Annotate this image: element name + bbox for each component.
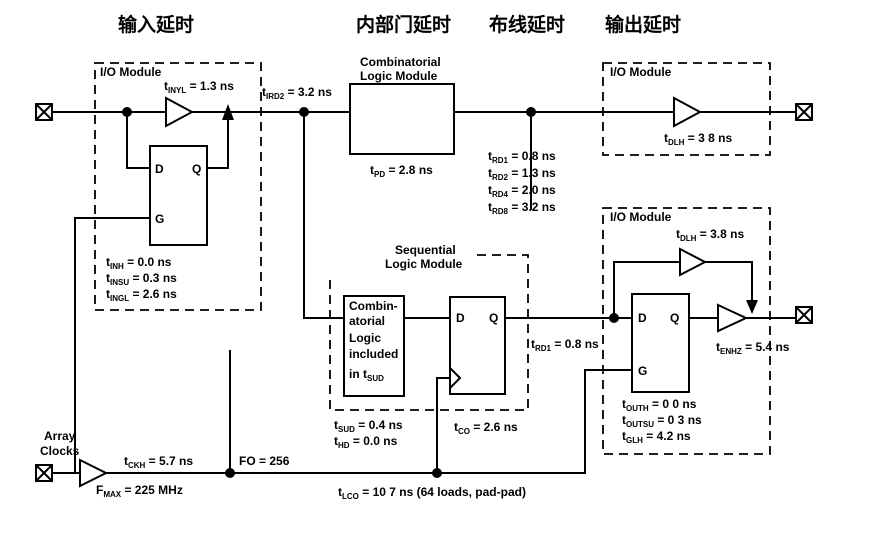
t-rd8-label: tRD8 = 3.2 ns <box>488 200 556 216</box>
t-dlh-bottom-label: tDLH = 3.8 ns <box>676 227 744 243</box>
heading-input-delay: 输入延时 <box>118 13 194 36</box>
clock-edge-icon <box>449 367 462 389</box>
output-latch-box <box>631 293 690 393</box>
t-ckh-label: tCKH = 5.7 ns <box>124 454 193 470</box>
t-outsu-label: tOUTSU = 0 3 ns <box>622 413 702 429</box>
flipflop-q-pin: Q <box>489 311 498 325</box>
t-sud-label: tSUD = 0.4 ns <box>334 418 403 434</box>
t-outh-label: tOUTH = 0 0 ns <box>622 397 697 413</box>
io-module-output-bottom-boundary <box>602 207 771 455</box>
t-dlh-top-label: tDLH = 3 8 ns <box>664 131 732 147</box>
io-module-output-bottom-label: I/O Module <box>610 210 672 224</box>
sequential-module-label-1: Sequential <box>395 243 456 257</box>
output-latch-q-pin: Q <box>670 311 679 325</box>
output-latch-g-pin: G <box>638 364 647 378</box>
input-latch-g-pin: G <box>155 212 164 226</box>
included-logic-text-5: in tSUD <box>349 367 384 383</box>
included-logic-text-3: Logic <box>349 331 381 345</box>
t-enhz-label: tENHZ = 5.4 ns <box>716 340 790 356</box>
t-rd1-label: tRD1 = 0.8 ns <box>488 149 556 165</box>
t-pd-label: tPD = 2.8 ns <box>370 163 433 179</box>
heading-output-delay: 输出延时 <box>605 13 681 36</box>
io-module-output-top-label: I/O Module <box>610 65 672 79</box>
input-latch-q-pin: Q <box>192 162 201 176</box>
array-clocks-label-1: Array <box>44 429 76 443</box>
sequential-module-boundary <box>329 254 529 411</box>
t-rd4-label: tRD4 = 2.0 ns <box>488 183 556 199</box>
flipflop-d-pin: D <box>456 311 465 325</box>
input-latch-box <box>149 145 208 246</box>
included-logic-text-2: atorial <box>349 314 385 328</box>
timing-labels: tINYL = 1.3 ns tIRD2 = 3.2 ns tPD = 2.8 … <box>96 79 790 501</box>
input-latch-d-pin: D <box>155 162 164 176</box>
t-hd-label: tHD = 0.0 ns <box>334 434 398 450</box>
arrow-down-icon <box>746 300 758 314</box>
t-co-label: tCO = 2.6 ns <box>454 420 518 436</box>
io-module-output-top-boundary <box>602 62 771 156</box>
io-module-input-boundary <box>94 62 262 311</box>
included-logic-text-1: Combin- <box>349 299 398 313</box>
included-combinatorial-logic-box <box>343 295 405 397</box>
arrow-up-icon <box>222 104 234 120</box>
f-max-label: FMAX = 225 MHz <box>96 483 183 499</box>
clock-buffer-icon <box>79 458 109 488</box>
included-logic-text-4: included <box>349 347 398 361</box>
combinatorial-module-label-2: Logic Module <box>360 69 438 83</box>
t-ird2-label: tIRD2 = 3.2 ns <box>262 85 332 101</box>
output-pad-bottom-icon <box>795 306 813 324</box>
output-pad-top-icon <box>795 103 813 121</box>
t-lco-label: tLCO = 10 7 ns (64 loads, pad-pad) <box>338 485 526 501</box>
heading-routing-delay: 布线延时 <box>489 13 565 36</box>
fanout-label: FO = 256 <box>239 454 290 468</box>
wires <box>52 111 796 474</box>
input-buffer-icon <box>165 96 195 128</box>
t-inh-label: tINH = 0.0 ns <box>106 255 172 271</box>
output-buffer-top-icon <box>673 96 703 128</box>
output-buffer-bottom-icon <box>717 303 749 333</box>
enable-buffer-icon <box>679 247 708 277</box>
array-clock-pad-icon <box>35 464 53 482</box>
junction-dots <box>122 107 619 478</box>
input-pad-icon <box>35 103 53 121</box>
io-module-input-label: I/O Module <box>100 65 162 79</box>
t-insu-label: tINSU = 0.3 ns <box>106 271 177 287</box>
combinatorial-module-label-1: Combinatorial <box>360 55 441 69</box>
t-glh-label: tGLH = 4.2 ns <box>622 429 691 445</box>
array-clocks-label-2: Clocks <box>40 444 80 458</box>
t-rd2-label: tRD2 = 1.3 ns <box>488 166 556 182</box>
sequential-module-label-2: Logic Module <box>385 257 463 271</box>
output-latch-d-pin: D <box>638 311 647 325</box>
combinatorial-logic-module-box <box>349 83 455 155</box>
t-inyl-label: tINYL = 1.3 ns <box>164 79 234 95</box>
t-ingl-label: tINGL = 2.6 ns <box>106 287 177 303</box>
heading-internal-gate-delay: 内部门延时 <box>356 13 451 36</box>
t-rd1-mid-label: tRD1 = 0.8 ns <box>531 337 599 353</box>
